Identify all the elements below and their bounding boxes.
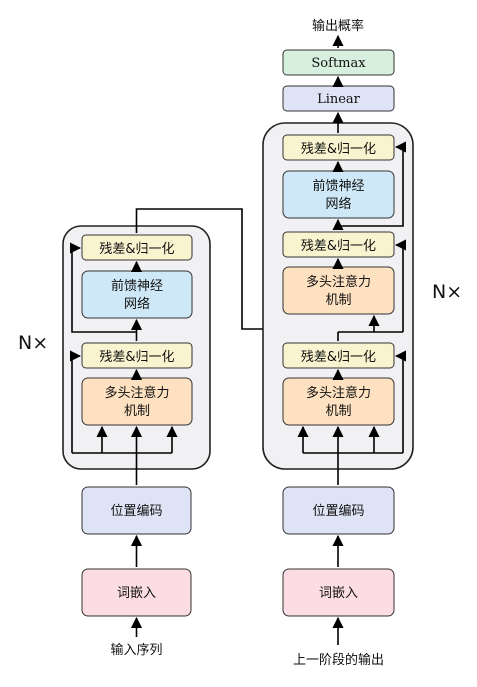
encoder-add-norm-bottom-label: 残差&归一化 [99, 350, 174, 365]
softmax-label: Softmax [311, 56, 366, 71]
encoder-posenc-label: 位置编码 [110, 504, 162, 519]
decoder-embed-label: 词嵌入 [319, 586, 358, 601]
decoder-ffn-label-1: 前馈神经 [312, 178, 364, 194]
linear-label: Linear [317, 92, 361, 107]
decoder-positional-encoding [282, 486, 395, 535]
encoder-embed-label: 词嵌入 [117, 586, 156, 601]
decoder-add-norm-1 [282, 342, 395, 369]
encoder-add-norm-bottom [81, 342, 193, 369]
decoder-self-attn-label-1: 多头注意力 [306, 385, 371, 401]
decoder-input-label: 上一阶段的输出 [293, 652, 384, 668]
decoder-embedding [282, 568, 395, 617]
decoder-self-attn-label-2: 机制 [325, 404, 351, 419]
decoder-add-norm-3 [282, 134, 395, 161]
decoder-add-norm-1-label: 残差&归一化 [301, 350, 376, 365]
encoder-residual-1 [69, 350, 82, 453]
encoder-input-label: 输入序列 [110, 642, 162, 658]
encoder-attn-label-2: 机制 [124, 404, 150, 419]
decoder-residual-2 [394, 239, 407, 332]
encoder-add-norm-top-label: 残差&归一化 [99, 242, 174, 257]
decoder-add-norm-2-label: 残差&归一化 [301, 239, 376, 254]
decoder-add-norm-3-label: 残差&归一化 [301, 142, 376, 157]
encoder-ffn-label-2: 网络 [124, 296, 150, 312]
encoder-ffn-label-1: 前馈神经 [111, 278, 163, 294]
encoder-positional-encoding [81, 486, 192, 535]
decoder-residual-1 [394, 350, 407, 453]
decoder-residual-3 [338, 141, 407, 227]
encoder-residual-2 [69, 242, 137, 333]
output-label: 输出概率 [312, 18, 364, 34]
decoder-posenc-label: 位置编码 [312, 504, 364, 519]
encoder-add-norm-top [81, 234, 193, 261]
decoder-ffn-label-2: 网络 [325, 196, 351, 212]
decoder-cross-attn-label-1: 多头注意力 [306, 274, 371, 290]
decoder-repeat-label: N× [432, 281, 462, 303]
encoder-repeat-label: N× [18, 332, 48, 354]
encoder-attn-label-1: 多头注意力 [104, 385, 169, 401]
encoder-embedding [81, 568, 192, 617]
decoder-cross-attn-label-2: 机制 [325, 293, 351, 308]
decoder-add-norm-2 [282, 231, 395, 258]
softmax-box [282, 49, 395, 76]
